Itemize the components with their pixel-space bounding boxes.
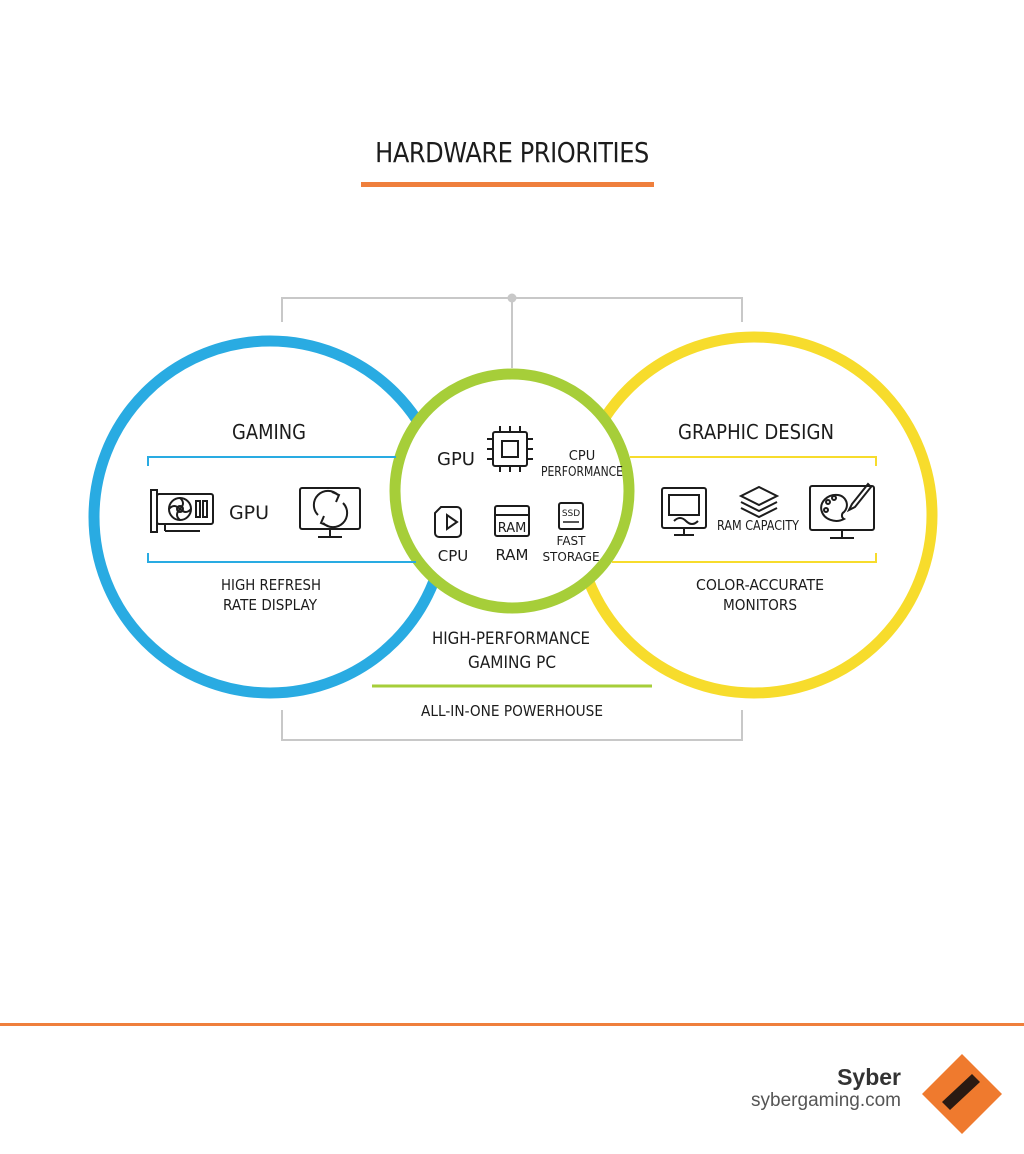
cpu-performance-label-2: PERFORMANCE [541, 465, 623, 480]
venn-diagram: GAMING GPU HIGH REFRESH RATE DISPLAY GPU… [88, 293, 938, 741]
gaming-heading: GAMING [232, 420, 306, 444]
ram-icon: RAM [494, 505, 530, 537]
page-title: HARDWARE PRIORITIES [375, 136, 649, 169]
ram-icon-text: RAM [498, 521, 527, 536]
ram-capacity-label: RAM CAPACITY [717, 519, 799, 534]
gaming-gpu-label: GPU [229, 502, 269, 524]
chip-icon [487, 426, 533, 472]
cpu-performance-label-1: CPU [569, 449, 595, 464]
storage-label-1: FAST [557, 534, 587, 548]
brand-url[interactable]: sybergaming.com [751, 1090, 901, 1111]
middle-gpu-label: GPU [437, 449, 475, 470]
brand-name: Syber [837, 1064, 901, 1090]
design-heading: GRAPHIC DESIGN [678, 420, 834, 444]
connector-node [507, 293, 517, 303]
middle-bottom-label-2: GAMING PC [468, 653, 556, 673]
gaming-display-label-1: HIGH REFRESH [221, 576, 321, 594]
monitors-label-2: MONITORS [723, 596, 797, 614]
title-underline [361, 182, 654, 187]
palette-monitor-icon [809, 482, 875, 539]
powerhouse-label: ALL-IN-ONE POWERHOUSE [421, 702, 603, 720]
cpu-play-icon [434, 506, 462, 538]
monitors-label-1: COLOR-ACCURATE [696, 576, 824, 594]
ssd-icon: SSD [558, 502, 584, 530]
layers-icon [738, 485, 780, 519]
refresh-monitor-icon [299, 487, 361, 538]
graphics-card-icon [150, 489, 214, 533]
middle-cpu-label: CPU [438, 547, 469, 565]
gaming-bracket [147, 456, 416, 563]
monitor-icon [661, 487, 707, 536]
footer-rule [0, 1023, 1024, 1026]
middle-circle [389, 368, 635, 614]
middle-bottom-label-1: HIGH-PERFORMANCE [432, 629, 590, 649]
gaming-display-label-2: RATE DISPLAY [223, 596, 318, 614]
design-bracket [612, 456, 877, 563]
middle-ram-label: RAM [495, 546, 528, 564]
ssd-icon-text: SSD [562, 509, 580, 519]
syber-logo-icon [922, 1054, 1002, 1134]
storage-label-2: STORAGE [542, 550, 599, 564]
